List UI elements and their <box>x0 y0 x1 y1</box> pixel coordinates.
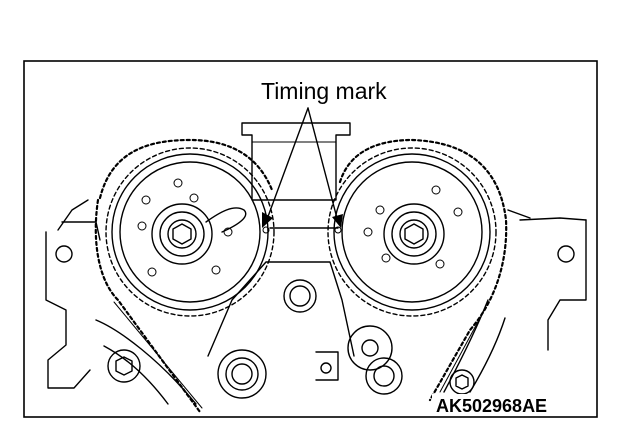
engine-head-outline <box>45 199 587 389</box>
timing-mark-arrows <box>262 107 343 234</box>
lower-components <box>107 261 475 399</box>
figure-code-bg <box>432 394 592 416</box>
right-arrowhead <box>332 214 343 228</box>
chain-cover-block <box>241 122 351 229</box>
timing-mark-label: Timing mark <box>261 78 387 104</box>
left-arrowhead <box>262 212 273 228</box>
right-camshaft-sprocket <box>327 147 497 317</box>
figure-code: AK502968AE <box>436 396 547 416</box>
timing-chain <box>94 138 508 414</box>
left-camshaft-sprocket <box>105 147 275 317</box>
figure-frame <box>23 60 598 418</box>
